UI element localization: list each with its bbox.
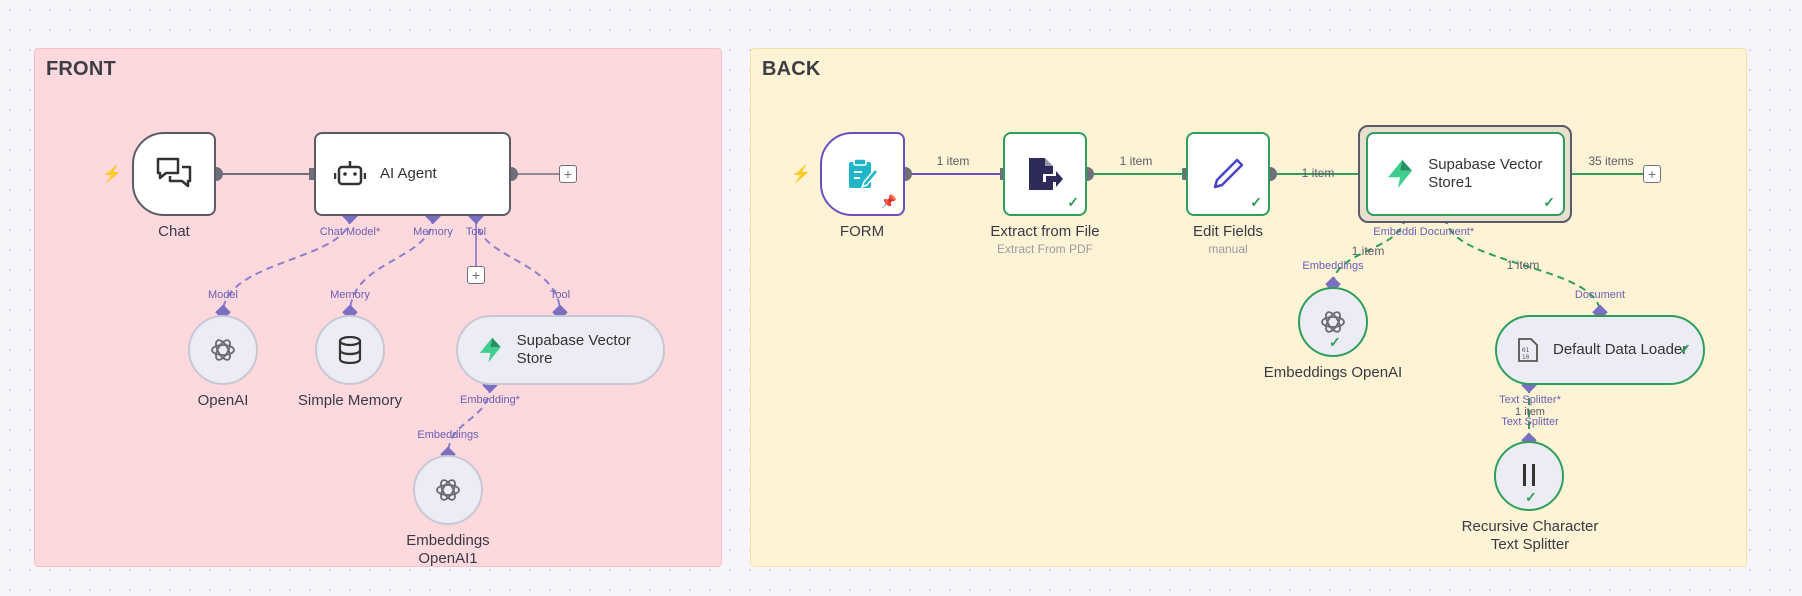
supabase-input-label: Tool xyxy=(549,289,571,301)
sticky-back-title: BACK xyxy=(762,58,821,80)
openai-icon xyxy=(436,479,460,501)
success-check-icon: ✓ xyxy=(1329,334,1341,350)
loader-text-splitter-slot[interactable]: Text Splitter* xyxy=(1499,394,1561,406)
supabase-vector-store1-node[interactable]: Supabase Vector Store1 ✓ xyxy=(1366,132,1565,216)
splitter-input-label: Text Splitter xyxy=(1501,416,1559,428)
simple-memory-node[interactable] xyxy=(315,315,385,385)
form-label: FORM xyxy=(839,223,885,240)
supabase1-document-slot[interactable]: Document* xyxy=(1419,226,1475,238)
chat-node[interactable] xyxy=(132,132,216,216)
splitter-bars-icon xyxy=(1523,464,1535,486)
edge-embedding-embeddings xyxy=(447,385,491,456)
extract-from-file-node[interactable]: ✓ xyxy=(1003,132,1087,216)
success-check-icon: ✓ xyxy=(1250,194,1262,210)
openai-input-label: Model xyxy=(208,289,238,301)
openai-node[interactable] xyxy=(188,315,258,385)
ai-agent-node[interactable]: AI Agent xyxy=(314,132,511,216)
embeddings-openai-input-label: Embeddings xyxy=(1302,260,1364,272)
edge-form-extract-count: 1 item xyxy=(936,154,970,168)
edge-embeddings-count: 1 item xyxy=(1351,244,1385,258)
supabase-bolt-icon xyxy=(479,337,501,363)
supabase-bolt-icon xyxy=(1388,159,1413,189)
agent-chat-model-slot[interactable]: Chat Model* xyxy=(319,226,381,238)
recursive-text-splitter-node[interactable]: ✓ xyxy=(1494,441,1564,511)
embeddings-openai1-label: Embeddings OpenAI1 xyxy=(406,532,490,567)
chat-bubbles-icon xyxy=(156,157,192,188)
edge-document-loader xyxy=(1445,216,1601,314)
simple-memory-label: Simple Memory xyxy=(297,392,403,409)
agent-memory-slot[interactable]: Memory xyxy=(413,226,453,238)
edge-tool-supabase xyxy=(475,216,561,314)
form-edit-icon xyxy=(848,158,879,189)
openai-icon xyxy=(1321,311,1345,333)
database-icon xyxy=(338,336,362,364)
file-export-icon xyxy=(1029,158,1063,190)
supabase-vector-store-node[interactable]: Supabase Vector Store xyxy=(456,315,665,385)
agent-input-handle xyxy=(309,168,314,180)
success-check-icon: ✓ xyxy=(1067,194,1079,210)
supabase1-embedding-slot[interactable]: Embeddi xyxy=(1373,226,1417,238)
embeddings1-input-label: Embeddings xyxy=(417,429,479,441)
default-data-loader-label: Default Data Loader xyxy=(1553,341,1688,358)
trigger-bolt-icon: ⚡ xyxy=(102,166,122,183)
trigger-bolt-icon: ⚡ xyxy=(791,166,811,183)
sticky-front-title: FRONT xyxy=(46,58,116,80)
default-data-loader-node[interactable]: 01 10 Default Data Loader ✓ xyxy=(1495,315,1705,385)
success-check-icon: ✓ xyxy=(1679,341,1691,357)
extract-from-file-sublabel: Extract From PDF xyxy=(996,242,1094,256)
edge-document-count: 1 item xyxy=(1506,258,1540,272)
supabase1-output-count: 35 items xyxy=(1588,154,1634,168)
openai-icon xyxy=(211,339,235,361)
edit-fields-sublabel: manual xyxy=(1208,242,1248,256)
embeddings-openai-label: Embeddings OpenAI xyxy=(1263,364,1403,381)
success-check-icon: ✓ xyxy=(1543,194,1555,210)
edit-fields-label: Edit Fields xyxy=(1192,223,1264,240)
supabase1-add-button[interactable]: + xyxy=(1643,165,1661,183)
edge-splitter-count: 1 item xyxy=(1515,406,1545,418)
edge-extract-edit-count: 1 item xyxy=(1119,154,1153,168)
form-node[interactable]: 📌 xyxy=(820,132,905,216)
edge-chatmodel-openai xyxy=(222,216,351,314)
embeddings-openai-node[interactable]: ✓ xyxy=(1298,287,1368,357)
recursive-text-splitter-label: Recursive Character Text Splitter xyxy=(1461,518,1599,553)
edge-edit-supabase-count: 1 item xyxy=(1301,166,1335,180)
tool-add-button[interactable]: + xyxy=(467,266,485,284)
ai-agent-label: AI Agent xyxy=(380,165,437,182)
edit-fields-node[interactable]: ✓ xyxy=(1186,132,1270,216)
chat-node-label: Chat xyxy=(158,223,190,240)
svg-text:01: 01 xyxy=(1522,347,1530,354)
memory-input-label: Memory xyxy=(330,289,370,301)
openai-label: OpenAI xyxy=(197,392,249,409)
supabase-embedding-slot[interactable]: Embedding* xyxy=(460,394,520,406)
extract-from-file-label: Extract from File xyxy=(990,223,1100,240)
edge-memory-simplememory xyxy=(349,216,434,314)
success-check-icon: ✓ xyxy=(1525,489,1537,505)
svg-text:10: 10 xyxy=(1522,354,1530,361)
edge-embeddi-embeddings xyxy=(1332,216,1405,286)
supabase-vector-store-label: Supabase Vector Store xyxy=(516,332,631,367)
embeddings-openai1-node[interactable] xyxy=(413,455,483,525)
ai-agent-add-button[interactable]: + xyxy=(559,165,577,183)
loader-input-label: Document xyxy=(1574,289,1626,301)
binary-file-icon: 01 10 xyxy=(1518,338,1538,362)
agent-tool-slot[interactable]: Tool xyxy=(465,226,487,238)
supabase-vector-store1-label: Supabase Vector Store1 xyxy=(1428,156,1543,191)
robot-icon xyxy=(334,161,366,186)
pin-icon: 📌 xyxy=(880,194,897,209)
pencil-icon xyxy=(1213,158,1244,189)
